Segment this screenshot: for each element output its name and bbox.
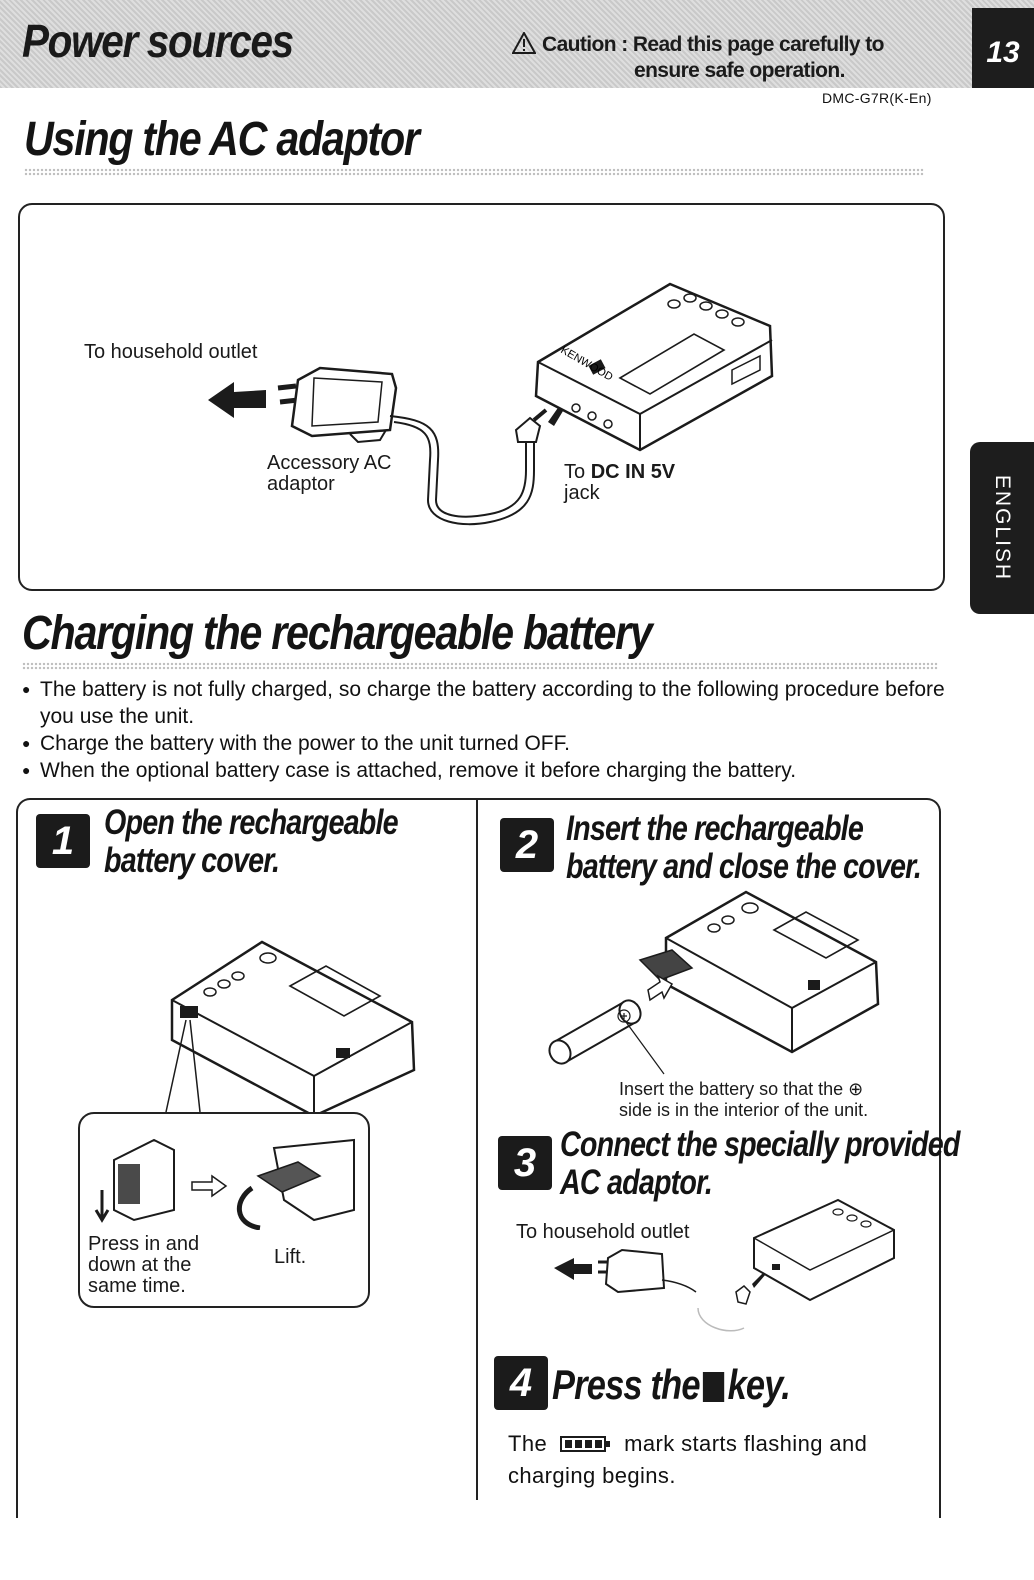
language-tab: ENGLISH (970, 442, 1034, 614)
open-cover-icon (638, 949, 694, 981)
ac-adaptor-illustration: KENWOOD (208, 282, 774, 526)
step-4-title-after: key. (727, 1361, 791, 1408)
step-1-title: Open the rechargeable battery cover. (104, 803, 399, 880)
battery-cover-icon (118, 1164, 140, 1204)
charging-title-rule (22, 662, 938, 670)
ac-adaptor-icon (604, 1248, 666, 1294)
model-number: DMC-G7R(K-En) (822, 90, 932, 106)
label-accessory-adaptor: Accessory AC adaptor (267, 453, 391, 495)
caution-line-1: Caution : Read this page carefully to (542, 33, 884, 56)
step-4-title: Press the key. (552, 1364, 791, 1406)
step-2-title-line-1: Insert the rechargeable (566, 809, 864, 848)
battery-orientation-note: Insert the battery so that the ⊕ side is… (619, 1079, 868, 1121)
language-tab-label: ENGLISH (991, 474, 1014, 582)
steps-divider (476, 800, 478, 1500)
label-dc-jack: To DC IN 5V jack (564, 462, 675, 504)
step-2-title-line-2: battery and close the cover. (566, 847, 922, 886)
page-title: Power sources (22, 15, 294, 67)
label-adaptor-line-1: Accessory AC (267, 452, 392, 474)
step-1-title-line-1: Open the rechargeable (104, 803, 399, 842)
ac-adaptor-icon (290, 366, 398, 438)
step-4-badge: 4 (494, 1356, 548, 1410)
label-press-line-2: down at the (88, 1254, 192, 1276)
connect-adaptor-illustration (554, 1198, 895, 1332)
page-number: 13 (972, 8, 1034, 88)
dc-plug-icon (514, 416, 542, 443)
battery-mark-icon (559, 1436, 610, 1452)
cover-detail-illustration (94, 1138, 355, 1230)
step-4-title-before: Press the (552, 1361, 701, 1408)
step-3-title: Connect the specially provided AC adapto… (560, 1126, 960, 1202)
battery-icon (548, 999, 642, 1065)
right-arrow-icon (191, 1174, 228, 1198)
outlet-arrow-icon (208, 382, 266, 418)
warning-icon (512, 32, 536, 54)
insert-battery-illustration (548, 890, 880, 1075)
step-3-badge: 3 (498, 1136, 552, 1190)
caution-notice: Caution : Read this page carefully to en… (512, 32, 932, 84)
md-player-icon (664, 890, 880, 1054)
charging-section-title: Charging the rechargeable battery (22, 607, 653, 660)
lift-arrow-icon (236, 1185, 261, 1230)
insert-arrow-icon (647, 974, 674, 1002)
outlet-arrow-icon (554, 1258, 592, 1280)
label-adaptor-line-2: adaptor (267, 473, 335, 495)
label-lift: Lift. (274, 1246, 307, 1268)
caution-line-2: ensure safe operation. (634, 59, 845, 82)
step-3-title-line-1: Connect the specially provided (560, 1125, 960, 1164)
label-jack-prefix: To (564, 461, 591, 483)
step-2-title: Insert the rechargeable battery and clos… (566, 809, 922, 886)
label-press-line-3: same time. (88, 1275, 186, 1297)
lifted-cover-icon (256, 1161, 322, 1193)
step-1-title-line-2: battery cover. (104, 841, 280, 880)
step-4-body-before: The (508, 1431, 548, 1456)
label-jack-bold: DC IN 5V (590, 461, 676, 483)
step-4-body-line-2: charging begins. (508, 1463, 676, 1488)
label-press-line-1: Press in and (88, 1233, 200, 1255)
charging-notes-list: The battery is not fully charged, so cha… (22, 676, 952, 784)
label-household-outlet: To household outlet (84, 341, 258, 363)
down-arrow-icon (94, 1190, 110, 1223)
charging-note: Charge the battery with the power to the… (22, 730, 952, 757)
md-player-icon: KENWOOD (534, 282, 774, 452)
ac-section-title: Using the AC adaptor (24, 113, 420, 166)
step-1-badge: 1 (36, 814, 90, 868)
steps-frame (16, 798, 941, 1518)
charging-note: When the optional battery case is attach… (22, 757, 952, 784)
dc-plug-icon (735, 1285, 751, 1305)
open-cover-illustration (165, 940, 416, 1118)
md-player-icon (753, 1198, 895, 1302)
step-2-badge: 2 (500, 818, 554, 872)
step-4-description: The mark starts flashing and charging be… (508, 1428, 928, 1492)
note-line-1: Insert the battery so that the ⊕ (619, 1079, 864, 1099)
label-jack-line-2: jack (564, 482, 600, 504)
charging-note: The battery is not fully charged, so cha… (22, 676, 952, 730)
label-step3-household-outlet: To household outlet (516, 1221, 690, 1243)
step-4-body-after-line-1: mark starts flashing and (624, 1431, 868, 1456)
label-press-in: Press in and down at the same time. (88, 1234, 199, 1297)
ac-adaptor-figure-frame (18, 203, 945, 591)
note-line-2: side is in the interior of the unit. (619, 1100, 869, 1120)
ac-title-rule (24, 168, 924, 176)
step-3-title-line-2: AC adaptor. (560, 1163, 713, 1202)
stop-key-icon (702, 1372, 725, 1402)
md-player-icon (170, 940, 416, 1118)
